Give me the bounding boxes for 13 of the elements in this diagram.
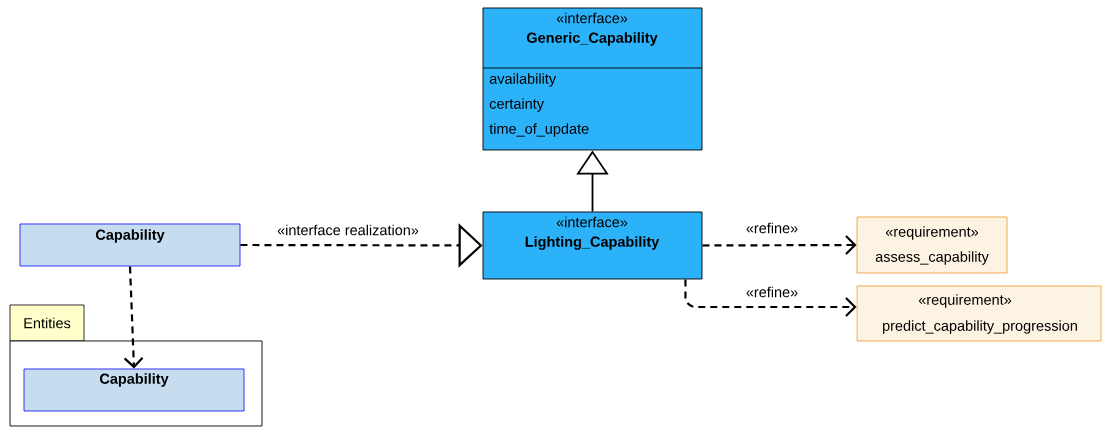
arrow [702,235,857,255]
interface-class-box: «interface» Lighting_Capability [482,211,703,280]
edge-label: «refine» [744,221,800,235]
requirement-box: «requirement» predict_capability_progression [856,285,1102,342]
arrow [123,266,144,369]
interface-class-box: «interface» Generic_Capability availability certainty time_of_update [482,7,703,151]
edge-label: «refine» [744,285,800,299]
node-label: Entities [24,317,71,329]
class-box: Capability [19,223,241,267]
edge-label: «interface realization» [276,223,420,237]
requirement-box: «requirement» assess_capability [856,216,1008,274]
arrow [684,279,857,317]
class-box: Capability [23,368,245,412]
